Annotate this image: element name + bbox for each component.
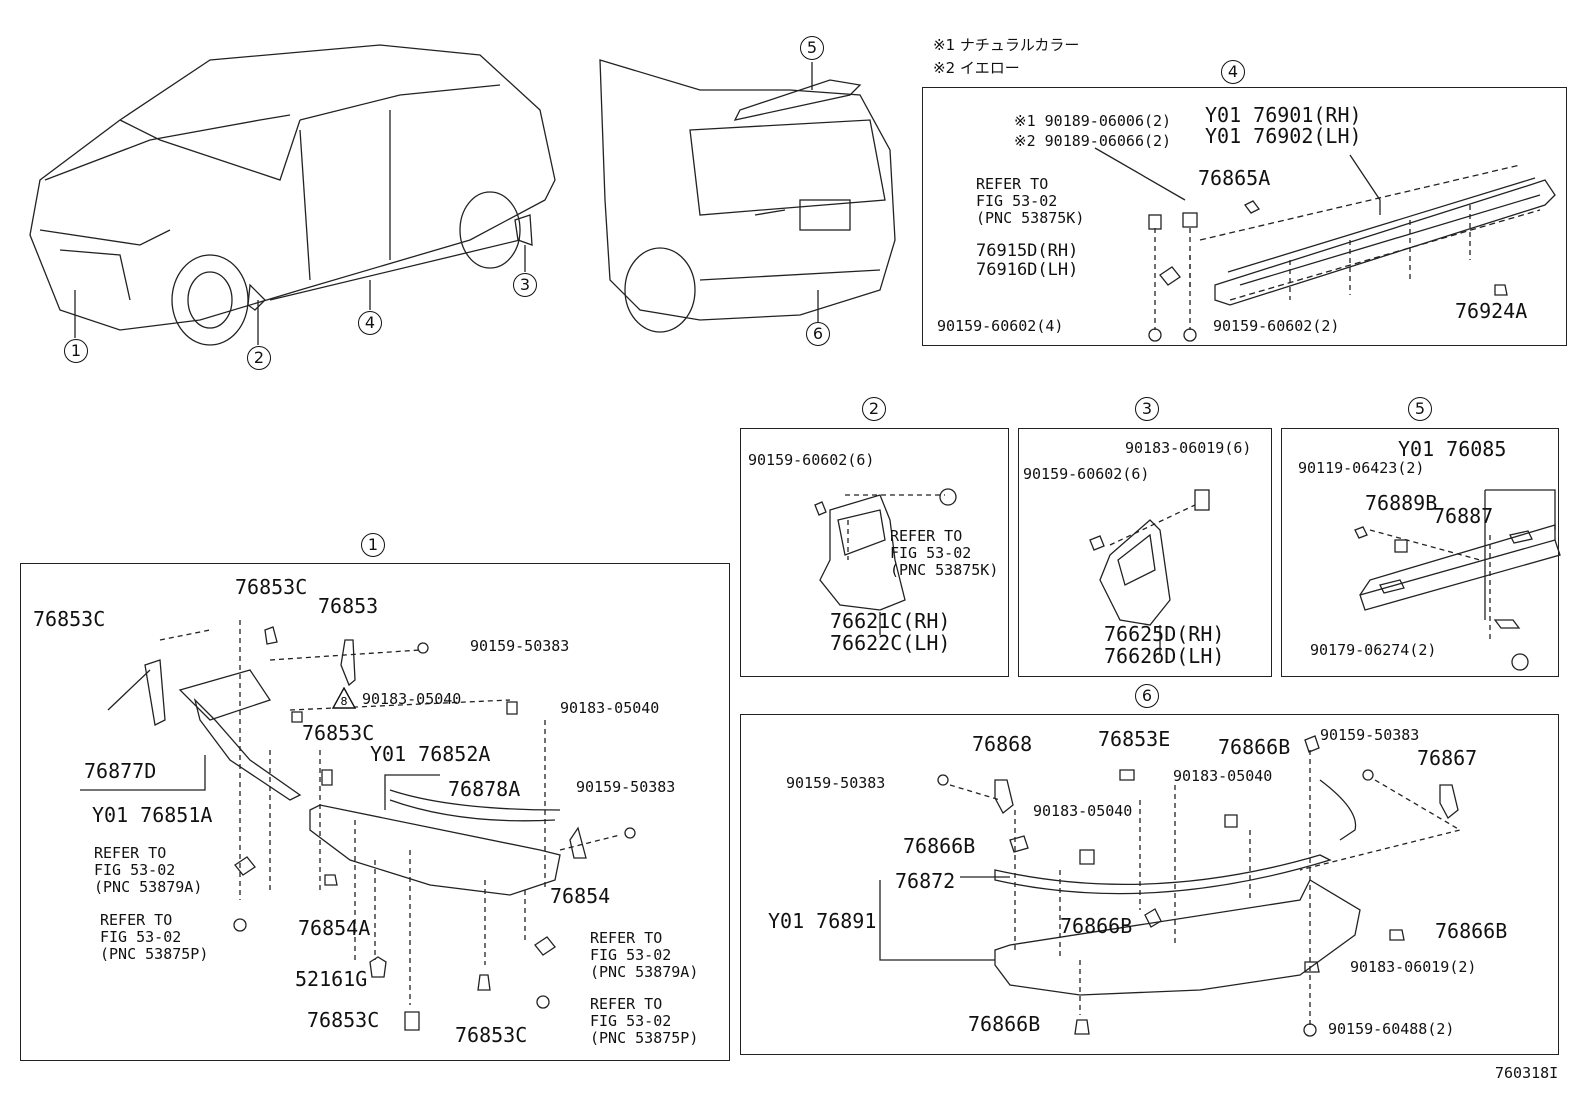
- panel-3-callout: 3: [1135, 397, 1159, 421]
- part-76853c-c[interactable]: 76853C: [302, 721, 375, 745]
- part-76853c-e[interactable]: 76853C: [455, 1023, 528, 1047]
- part-76889b[interactable]: 76889B: [1365, 491, 1438, 515]
- part-76924a[interactable]: 76924A: [1455, 299, 1528, 323]
- mudflap-rear-drawing: [1089, 489, 1210, 655]
- part-90183-05040-b[interactable]: 90183-05040: [560, 699, 660, 717]
- refer-fig-53-02-pnc-53879a-a[interactable]: REFER TO FIG 53-02 (PNC 53879A): [94, 844, 203, 896]
- part-76854a[interactable]: 76854A: [298, 916, 371, 940]
- callout-1-overview[interactable]: 1: [64, 339, 88, 363]
- part-76866b-e[interactable]: 76866B: [968, 1012, 1041, 1036]
- panel-1-callout: 1: [361, 533, 385, 557]
- panel-3-rear-mudflap: [1018, 428, 1272, 677]
- refer-fig-53-02-pnc-53879a-b[interactable]: REFER TO FIG 53-02 (PNC 53879A): [590, 929, 699, 981]
- part-90159-60488[interactable]: 90159-60488(2): [1328, 1020, 1455, 1038]
- part-76887[interactable]: 76887: [1433, 504, 1494, 528]
- part-90159-60602-6-p2[interactable]: 90159-60602(6): [748, 451, 875, 469]
- part-90183-06019-6[interactable]: 90183-06019(6): [1125, 439, 1252, 457]
- part-90183-05040-a[interactable]: 90183-05040: [362, 690, 462, 708]
- leader-p4-90189: [1094, 147, 1186, 201]
- part-76866b-d[interactable]: 76866B: [1435, 919, 1508, 943]
- panel-4-rocker-panel: [922, 87, 1567, 346]
- part-76902-lh[interactable]: Y01 76902(LH): [1205, 124, 1362, 148]
- part-76872[interactable]: 76872: [895, 869, 956, 893]
- part-76853[interactable]: 76853: [318, 594, 379, 618]
- part-90159-50383-a[interactable]: 90159-50383: [470, 637, 570, 655]
- panel-1-front-bumper: [20, 563, 730, 1061]
- part-76853c-b[interactable]: 76853C: [235, 575, 308, 599]
- part-76877d[interactable]: 76877D: [84, 759, 157, 783]
- callout-6-overview[interactable]: 6: [806, 322, 830, 346]
- panel-4-callout: 4: [1221, 60, 1245, 84]
- part-90183-06019-2[interactable]: 90183-06019(2): [1350, 958, 1477, 976]
- panel-2-callout: 2: [862, 397, 886, 421]
- front-bumper-drawing: [80, 620, 636, 1031]
- refer-fig-53-02-pnc-53875p-b[interactable]: REFER TO FIG 53-02 (PNC 53875P): [590, 995, 699, 1047]
- refer-fig-53-02-pnc-53875k-p4[interactable]: REFER TO FIG 53-02 (PNC 53875K): [976, 175, 1085, 227]
- part-90119-06423[interactable]: 90119-06423(2): [1298, 459, 1425, 477]
- part-90179-06274[interactable]: 90179-06274(2): [1310, 641, 1437, 659]
- part-90159-60602-4[interactable]: 90159-60602(4): [937, 317, 1064, 335]
- part-90183-05040-c[interactable]: 90183-05040: [1173, 767, 1273, 785]
- warning-triangle-number: 8: [341, 695, 348, 708]
- part-90189-06066[interactable]: ※2 90189-06066(2): [1014, 132, 1172, 150]
- part-76625d-76626d[interactable]: 76625D(RH) 76626D(LH): [1104, 622, 1225, 668]
- part-90159-50383-c[interactable]: 90159-50383: [1320, 726, 1420, 744]
- part-76866b-a[interactable]: 76866B: [1218, 735, 1291, 759]
- panel-5-callout: 5: [1408, 397, 1432, 421]
- part-76867[interactable]: 76867: [1417, 746, 1478, 770]
- part-76865a[interactable]: 76865A: [1198, 166, 1271, 190]
- callout-4-overview[interactable]: 4: [358, 311, 382, 335]
- vehicle-front-view: [29, 44, 556, 346]
- part-76621c-76622c[interactable]: 76621C(RH) 76622C(LH): [830, 609, 951, 655]
- part-76853c-a[interactable]: 76853C: [33, 607, 106, 631]
- figure-id: 760318I: [1495, 1064, 1559, 1082]
- rocker-panel-drawing: [1148, 164, 1556, 342]
- callout-2-overview[interactable]: 2: [247, 346, 271, 370]
- part-76878a[interactable]: 76878A: [448, 777, 521, 801]
- panel-6-callout: 6: [1135, 684, 1159, 708]
- note-yellow: ※2 イエロー: [933, 59, 1020, 77]
- rear-spoiler-drawing: [1354, 489, 1561, 671]
- note-natural-color: ※1 ナチュラルカラー: [933, 36, 1080, 54]
- part-90183-05040-d[interactable]: 90183-05040: [1033, 802, 1133, 820]
- part-76851a[interactable]: Y01 76851A: [92, 803, 213, 827]
- part-76866b-b[interactable]: 76866B: [903, 834, 976, 858]
- part-76854[interactable]: 76854: [550, 884, 611, 908]
- part-76901-rh[interactable]: Y01 76901(RH): [1205, 103, 1362, 127]
- part-90159-60602-2[interactable]: 90159-60602(2): [1213, 317, 1340, 335]
- panel-5-rear-spoiler: [1281, 428, 1559, 677]
- vehicle-rear-view: [599, 59, 896, 333]
- part-76085[interactable]: Y01 76085: [1398, 437, 1507, 461]
- callout-5-overview[interactable]: 5: [800, 36, 824, 60]
- part-76852a[interactable]: Y01 76852A: [370, 742, 491, 766]
- part-76868[interactable]: 76868: [972, 732, 1033, 756]
- mudflap-front-drawing: [814, 488, 957, 635]
- part-76853e[interactable]: 76853E: [1098, 727, 1171, 751]
- part-76891[interactable]: Y01 76891: [768, 909, 877, 933]
- panel-2-front-mudflap: [740, 428, 1009, 677]
- refer-fig-53-02-pnc-53875k-p2[interactable]: REFER TO FIG 53-02 (PNC 53875K): [890, 527, 999, 579]
- part-52161g[interactable]: 52161G: [295, 967, 368, 991]
- part-90159-50383-b[interactable]: 90159-50383: [576, 778, 676, 796]
- part-76915d-76916d[interactable]: 76915D(RH) 76916D(LH): [976, 241, 1079, 280]
- part-76853c-d[interactable]: 76853C: [307, 1008, 380, 1032]
- part-90159-60602-6-p3[interactable]: 90159-60602(6): [1023, 465, 1150, 483]
- leader-p4-76901: [1349, 154, 1381, 215]
- panel-6-rear-bumper: [740, 714, 1559, 1055]
- part-76866b-c[interactable]: 76866B: [1060, 914, 1133, 938]
- rear-bumper-drawing: [879, 735, 1462, 1037]
- warning-triangle-icon: 8: [332, 687, 356, 709]
- callout-3-overview[interactable]: 3: [513, 273, 537, 297]
- refer-fig-53-02-pnc-53875p-a[interactable]: REFER TO FIG 53-02 (PNC 53875P): [100, 911, 209, 963]
- part-90159-50383-d[interactable]: 90159-50383: [786, 774, 886, 792]
- part-90189-06006[interactable]: ※1 90189-06006(2): [1014, 112, 1172, 130]
